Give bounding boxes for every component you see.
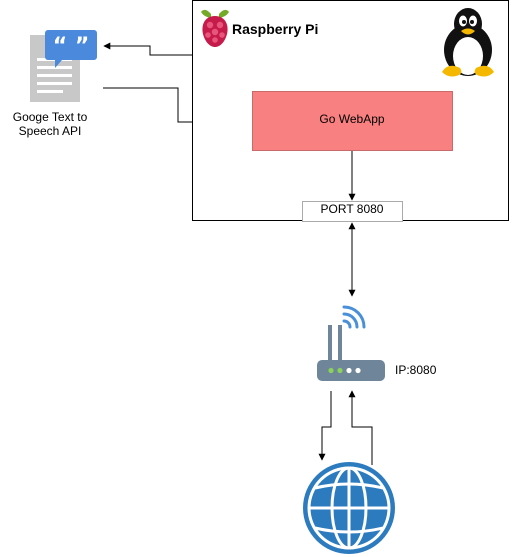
raspberry-pi-logo-icon — [201, 9, 229, 47]
api-to-pi-line — [103, 87, 192, 123]
google-tts-api-label: Googe Text to Speech API — [12, 110, 88, 138]
port-box — [302, 201, 403, 222]
globe-icon — [303, 462, 395, 554]
go-webapp-box — [252, 91, 453, 151]
router-icon — [317, 325, 385, 381]
port-label: PORT 8080 — [320, 202, 384, 216]
wifi-signal-icon — [342, 305, 366, 329]
router-ip-label: IP:8080 — [395, 363, 437, 377]
pi-to-api-arrow — [103, 42, 192, 56]
go-webapp-label: Go WebApp — [319, 112, 385, 126]
router-to-internet-arrow — [318, 391, 332, 461]
raspberry-pi-brand-label: Raspberry Pi — [232, 21, 319, 37]
linux-tux-icon — [442, 8, 494, 77]
google-tts-doc-icon: “ ” — [30, 30, 97, 102]
svg-text:“ ”: “ ” — [53, 34, 90, 59]
internet-to-router-arrow — [348, 390, 373, 465]
